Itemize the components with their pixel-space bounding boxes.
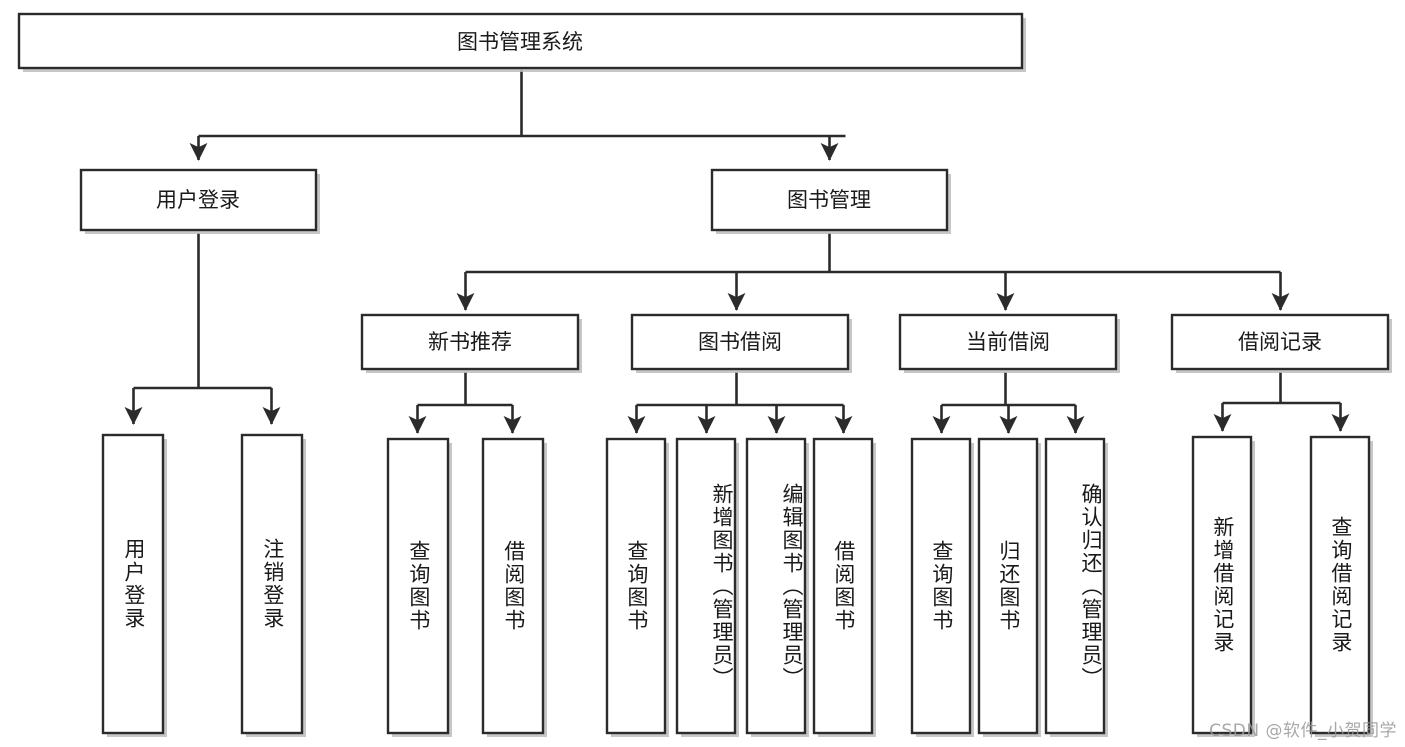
node-leaf-new-book-2-box: [481, 437, 545, 735]
node-leaf-current-borrow-2-box: [977, 437, 1039, 735]
node-leaf-user-login-1[interactable]: [101, 433, 167, 737]
node-borrow-record[interactable]: 借阅记录: [1170, 313, 1392, 373]
node-leaf-new-book-1[interactable]: [386, 437, 452, 737]
node-leaf-user-login-1-box: [101, 433, 165, 735]
node-book-manage-box: [710, 168, 949, 232]
node-book-borrow[interactable]: 图书借阅: [630, 313, 852, 373]
node-leaf-new-book-1-box: [386, 437, 450, 735]
node-leaf-book-borrow-4-box: [812, 437, 874, 735]
node-leaf-user-login-2[interactable]: [240, 433, 306, 737]
node-user-login[interactable]: 用户登录: [79, 168, 320, 234]
node-current-borrow-label: 当前借阅: [966, 330, 1050, 354]
node-current-borrow-box: [898, 313, 1118, 371]
node-leaf-book-borrow-2[interactable]: [675, 437, 739, 737]
node-borrow-record-label: 借阅记录: [1238, 330, 1322, 354]
node-book-borrow-box: [630, 313, 850, 371]
node-leaf-book-borrow-2-box: [675, 437, 737, 735]
node-leaf-borrow-record-1[interactable]: [1191, 435, 1255, 737]
node-leaf-current-borrow-3[interactable]: [1044, 437, 1108, 737]
node-leaf-book-borrow-4[interactable]: [812, 437, 876, 737]
node-root-label: 图书管理系统: [457, 30, 583, 54]
node-root[interactable]: 图书管理系统: [17, 12, 1026, 72]
node-leaf-book-borrow-1-box: [605, 437, 667, 735]
node-user-login-box: [79, 168, 318, 232]
node-leaf-book-borrow-3-box: [745, 437, 807, 735]
node-new-book-recommend-box: [360, 313, 580, 371]
node-leaf-book-borrow-1[interactable]: [605, 437, 669, 737]
node-leaf-current-borrow-1[interactable]: [910, 437, 974, 737]
node-new-book-recommend[interactable]: 新书推荐: [360, 313, 582, 373]
node-current-borrow[interactable]: 当前借阅: [898, 313, 1120, 373]
node-new-book-recommend-label: 新书推荐: [428, 330, 512, 354]
node-leaf-current-borrow-2[interactable]: [977, 437, 1041, 737]
node-borrow-record-box: [1170, 313, 1390, 371]
node-leaf-new-book-2[interactable]: [481, 437, 547, 737]
node-leaf-borrow-record-2-box: [1309, 435, 1371, 735]
node-book-manage-label: 图书管理: [787, 188, 871, 212]
node-leaf-borrow-record-2[interactable]: [1309, 435, 1373, 737]
node-leaf-current-borrow-3-box: [1044, 437, 1106, 735]
node-book-manage[interactable]: 图书管理: [710, 168, 951, 234]
node-root-box: [17, 12, 1024, 70]
node-leaf-borrow-record-1-box: [1191, 435, 1253, 735]
connectors-group: [124, 70, 1350, 434]
node-leaf-book-borrow-3[interactable]: [745, 437, 809, 737]
watermark-text: CSDN @软件_小贺同学: [1209, 721, 1397, 741]
node-leaf-current-borrow-1-box: [910, 437, 972, 735]
node-user-login-label: 用户登录: [156, 188, 240, 212]
node-leaf-user-login-2-box: [240, 433, 304, 735]
node-book-borrow-label: 图书借阅: [698, 330, 782, 354]
